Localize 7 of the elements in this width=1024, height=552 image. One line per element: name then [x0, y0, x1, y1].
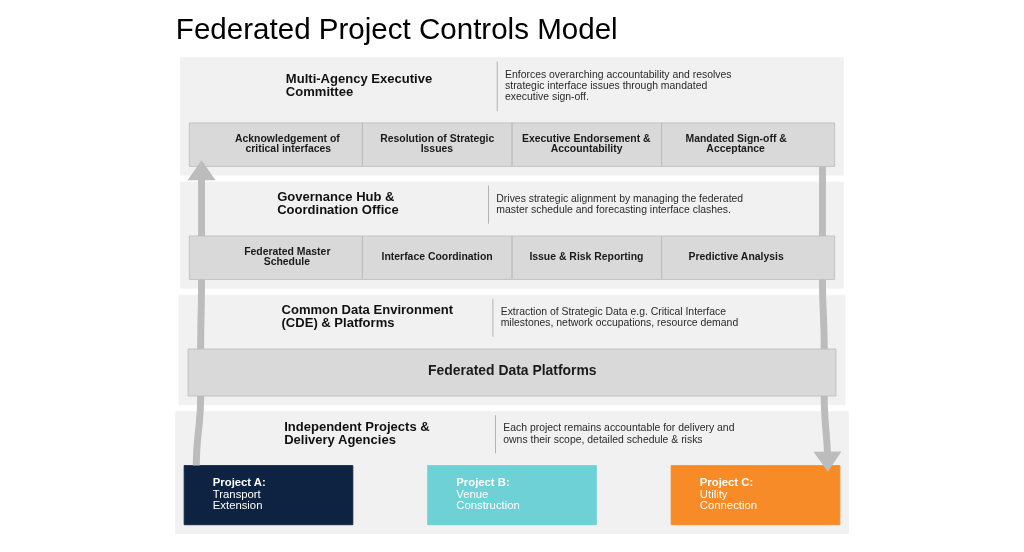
arrow: [813, 396, 842, 472]
connector: [197, 279, 205, 350]
arrow: [187, 160, 216, 236]
diagram-title: Federated Project Controls Model: [175, 11, 618, 45]
connector: [819, 166, 826, 236]
connector: [192, 395, 205, 466]
connector: [819, 279, 828, 350]
